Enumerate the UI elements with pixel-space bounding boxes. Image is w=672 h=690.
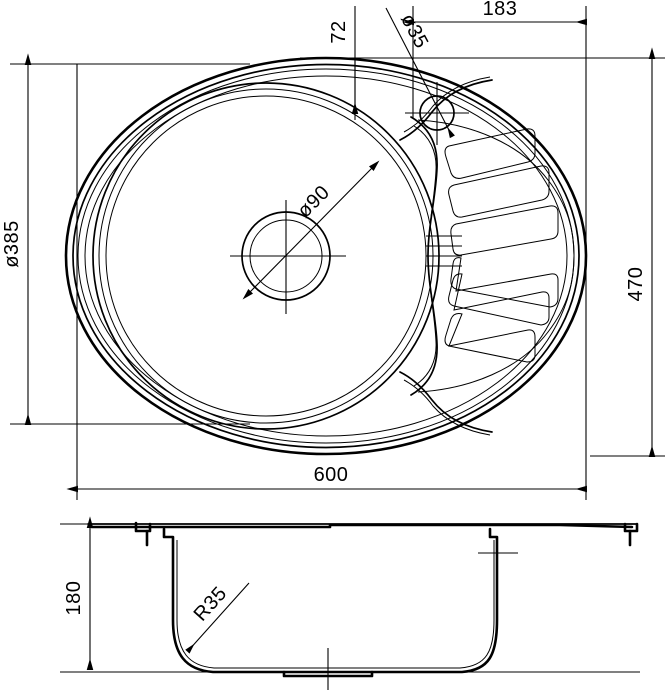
drainboard-channel xyxy=(417,119,575,393)
tap-hole-group: ø35 xyxy=(385,7,469,145)
dim-180-label: 180 xyxy=(63,581,85,616)
section-view-group: 180 R35 xyxy=(60,516,640,690)
tap-area-swoop xyxy=(399,79,493,141)
drain-leader-line xyxy=(242,160,380,300)
dim-r35-leader xyxy=(185,582,250,654)
dim-600-label: 600 xyxy=(314,464,349,486)
dim-r35-label: R35 xyxy=(190,582,232,625)
tap-leader-line xyxy=(385,7,455,139)
section-rim-under xyxy=(90,523,634,529)
drain-hole-group: ø90 xyxy=(230,160,380,314)
section-bowl-inner-line xyxy=(176,540,495,669)
plan-dimensions: 183 72 ø385 470 600 xyxy=(1,0,665,500)
section-left-lip xyxy=(134,521,152,533)
plan-view-group: ø90 ø35 xyxy=(64,7,588,456)
drainboard-ribs xyxy=(444,128,559,363)
drainboard-lower-swoop-inner xyxy=(403,379,491,436)
dim-470-label: 470 xyxy=(625,267,647,302)
dim-72-label: 72 xyxy=(328,20,350,43)
sink-inner-contour xyxy=(84,75,568,437)
tap-area-swoop-inner xyxy=(403,76,491,133)
dim-385-label: ø385 xyxy=(1,220,23,268)
dim-183-label: 183 xyxy=(483,0,518,20)
tap-diameter-label: ø35 xyxy=(396,10,432,52)
drainboard-lower-swoop xyxy=(399,371,493,433)
drainboard-center-ticks xyxy=(426,235,462,267)
sink-rim-inner-line xyxy=(72,63,580,449)
drain-diameter-label: ø90 xyxy=(293,181,334,222)
